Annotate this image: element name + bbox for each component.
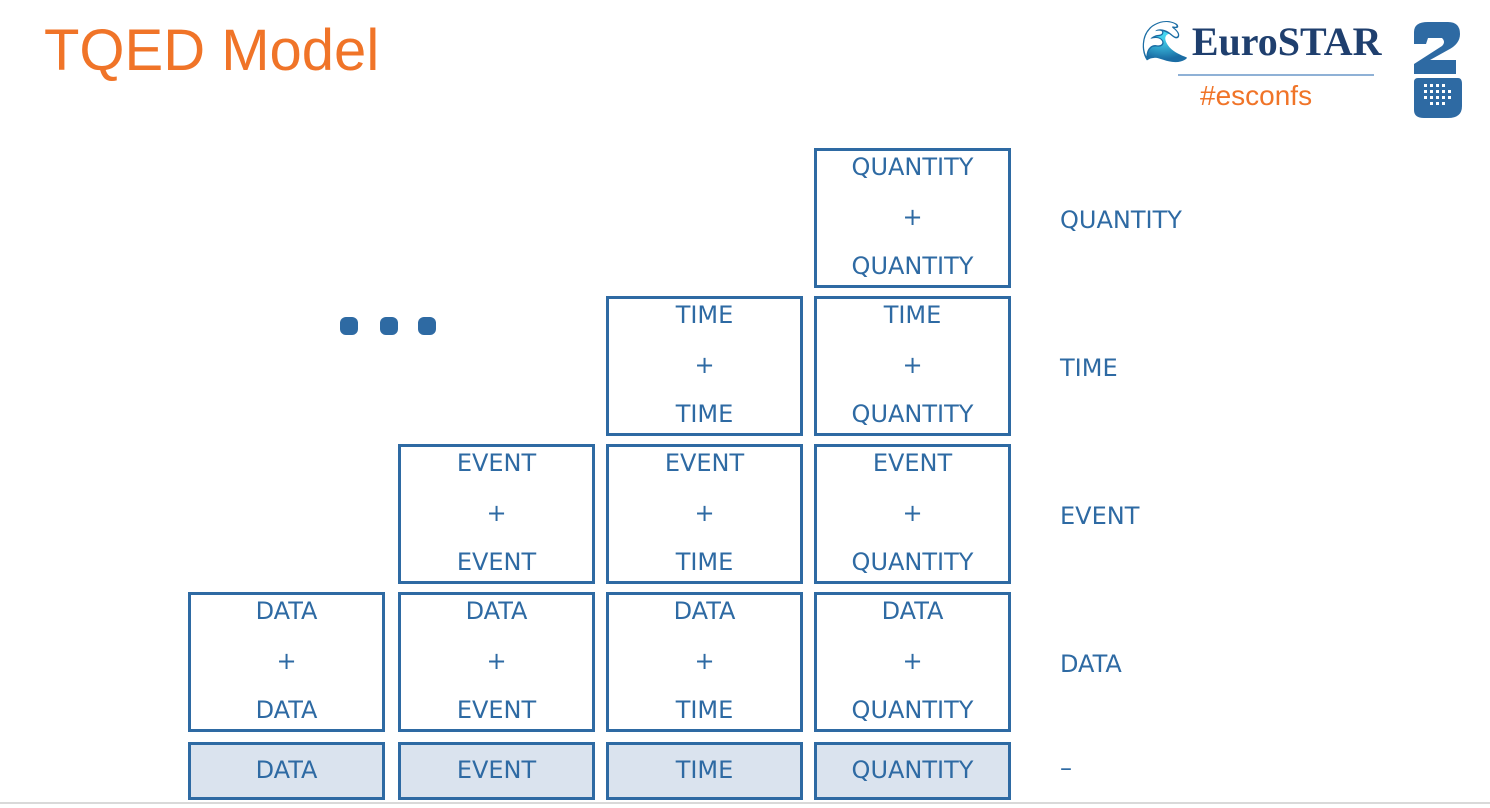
logo-name: EuroSTAR [1191, 19, 1382, 64]
ellipsis-dot-icon [418, 317, 436, 335]
cell-term: DATA [255, 597, 318, 625]
ellipsis-dot-icon [380, 317, 398, 335]
cell-term: DATA [881, 597, 944, 625]
eurostar-logo: 🌊EuroSTAR #esconfs 25 [1140, 14, 1470, 124]
cell-term: TIME [675, 696, 734, 725]
ellipsis-dot-icon [340, 317, 358, 335]
base-term: QUANTITY [851, 756, 974, 785]
cell-term: DATA [465, 597, 528, 625]
cell-term: QUANTITY [851, 548, 974, 577]
base-cell: QUANTITY [814, 742, 1011, 800]
cell-term: DATA [255, 696, 318, 725]
logo-divider [1178, 74, 1374, 76]
cell-operator: + [694, 646, 715, 675]
row-label: QUANTITY [1060, 206, 1182, 234]
cell-operator: + [902, 646, 923, 675]
combination-cell: QUANTITY + QUANTITY [814, 148, 1011, 288]
cell-term: QUANTITY [851, 400, 974, 429]
logo-hashtag: #esconfs [1200, 80, 1313, 111]
base-term: DATA [255, 756, 318, 785]
combination-cell: DATA + EVENT [398, 592, 595, 732]
cell-term: DATA [673, 597, 736, 625]
combination-cell: EVENT + EVENT [398, 444, 595, 584]
cell-term: TIME [675, 548, 734, 577]
combination-cell: DATA + QUANTITY [814, 592, 1011, 732]
cell-operator: + [902, 350, 923, 379]
cell-operator: + [276, 646, 297, 675]
slide-footer-divider [0, 802, 1490, 804]
base-cell: EVENT [398, 742, 595, 800]
cell-term: EVENT [456, 696, 537, 725]
base-cell: DATA [188, 742, 385, 800]
slide-title: TQED Model [44, 18, 380, 83]
cell-term: TIME [883, 301, 942, 329]
cell-term: EVENT [456, 449, 537, 477]
cell-term: TIME [675, 400, 734, 429]
cell-term: EVENT [456, 548, 537, 577]
logo-25-mark-icon: 25 [1414, 22, 1462, 118]
cell-term: QUANTITY [851, 153, 974, 181]
combination-cell: EVENT + QUANTITY [814, 444, 1011, 584]
cell-operator: + [902, 498, 923, 527]
base-row-label: – [1060, 754, 1072, 782]
combination-cell: TIME + TIME [606, 296, 803, 436]
row-label: DATA [1060, 650, 1122, 678]
cell-term: QUANTITY [851, 252, 974, 281]
cell-operator: + [486, 498, 507, 527]
logo-number: 25 [1448, 74, 1450, 76]
combination-cell: TIME + QUANTITY [814, 296, 1011, 436]
base-term: TIME [675, 756, 734, 785]
cell-term: EVENT [664, 449, 745, 477]
cell-operator: + [902, 202, 923, 231]
base-cell: TIME [606, 742, 803, 800]
logo-wordmark: 🌊EuroSTAR [1140, 18, 1382, 65]
row-label: EVENT [1060, 502, 1140, 530]
cell-term: EVENT [872, 449, 953, 477]
cell-operator: + [486, 646, 507, 675]
combination-cell: DATA + DATA [188, 592, 385, 732]
cell-term: QUANTITY [851, 696, 974, 725]
combination-cell: DATA + TIME [606, 592, 803, 732]
cell-operator: + [694, 498, 715, 527]
cell-operator: + [694, 350, 715, 379]
logo-swirl-icon: 🌊 [1140, 19, 1190, 64]
row-label: TIME [1060, 354, 1118, 382]
cell-term: TIME [675, 301, 734, 329]
base-term: EVENT [456, 756, 537, 785]
combination-cell: EVENT + TIME [606, 444, 803, 584]
